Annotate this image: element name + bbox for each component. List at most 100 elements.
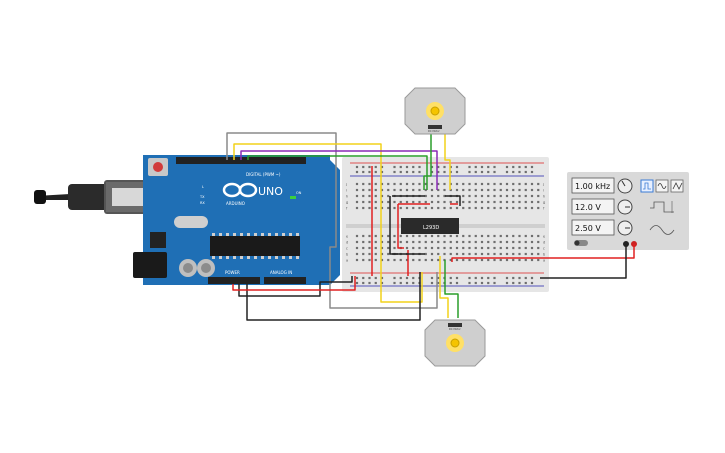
breadboard-hole[interactable] <box>405 258 409 262</box>
breadboard-hole[interactable] <box>474 182 477 186</box>
breadboard-hole[interactable] <box>412 170 415 174</box>
breadboard-hole[interactable] <box>455 206 459 210</box>
breadboard-hole[interactable] <box>493 252 496 256</box>
breadboard-hole[interactable] <box>368 206 371 210</box>
breadboard-hole[interactable] <box>518 194 521 198</box>
breadboard-hole[interactable] <box>380 276 384 280</box>
breadboard-hole[interactable] <box>524 281 527 285</box>
breadboard-hole[interactable] <box>518 188 521 192</box>
breadboard-hole[interactable] <box>474 200 477 204</box>
breadboard-hole[interactable] <box>462 206 465 210</box>
breadboard-hole[interactable] <box>505 276 509 280</box>
dc-motor-top[interactable]: DC Motor <box>404 87 466 135</box>
breadboard-hole[interactable] <box>399 188 402 192</box>
breadboard-hole[interactable] <box>424 252 427 256</box>
breadboard-hole[interactable] <box>530 188 534 192</box>
breadboard-hole[interactable] <box>405 165 409 169</box>
breadboard-hole[interactable] <box>462 188 465 192</box>
breadboard-hole[interactable] <box>474 188 477 192</box>
breadboard-hole[interactable] <box>499 188 502 192</box>
breadboard-hole[interactable] <box>374 276 377 280</box>
wire-yellow-motor-bottom[interactable] <box>439 256 449 318</box>
breadboard-hole[interactable] <box>530 165 534 169</box>
breadboard-hole[interactable] <box>399 258 402 262</box>
breadboard-hole[interactable] <box>493 246 496 250</box>
breadboard-hole[interactable] <box>368 258 371 262</box>
breadboard-hole[interactable] <box>387 252 390 256</box>
breadboard-hole[interactable] <box>499 240 502 244</box>
wire-yellow-motor-top[interactable] <box>444 134 451 190</box>
breadboard-hole[interactable] <box>355 188 359 192</box>
breadboard-hole[interactable] <box>455 240 459 244</box>
breadboard-hole[interactable] <box>505 240 509 244</box>
breadboard-hole[interactable] <box>524 252 527 256</box>
breadboard-hole[interactable] <box>449 240 452 244</box>
breadboard-hole[interactable] <box>530 258 534 262</box>
wire-gray[interactable] <box>226 132 438 309</box>
breadboard-hole[interactable] <box>530 252 534 256</box>
breadboard-hole[interactable] <box>374 188 377 192</box>
breadboard-hole[interactable] <box>493 200 496 204</box>
l293d-chip[interactable]: L293D <box>401 218 459 234</box>
breadboard-hole[interactable] <box>437 170 440 174</box>
breadboard-hole[interactable] <box>493 194 496 198</box>
breadboard-hole[interactable] <box>418 258 421 262</box>
breadboard-hole[interactable] <box>518 234 521 238</box>
breadboard-hole[interactable] <box>524 165 527 169</box>
breadboard-hole[interactable] <box>468 182 471 186</box>
breadboard-hole[interactable] <box>468 258 471 262</box>
breadboard-hole[interactable] <box>380 206 384 210</box>
breadboard-hole[interactable] <box>380 246 384 250</box>
breadboard-hole[interactable] <box>480 246 484 250</box>
breadboard-hole[interactable] <box>393 240 396 244</box>
breadboard-hole[interactable] <box>405 276 409 280</box>
breadboard-hole[interactable] <box>493 240 496 244</box>
breadboard-hole[interactable] <box>499 182 502 186</box>
dc-motor-bottom[interactable]: DC Motor <box>424 319 486 367</box>
breadboard-hole[interactable] <box>362 258 365 262</box>
breadboard-hole[interactable] <box>387 246 390 250</box>
breadboard-hole[interactable] <box>412 240 415 244</box>
breadboard-hole[interactable] <box>512 182 515 186</box>
breadboard-hole[interactable] <box>530 246 534 250</box>
breadboard-hole[interactable] <box>449 206 452 210</box>
breadboard-hole[interactable] <box>449 281 452 285</box>
breadboard-hole[interactable] <box>362 170 365 174</box>
breadboard-hole[interactable] <box>368 170 371 174</box>
breadboard-hole[interactable] <box>430 165 434 169</box>
breadboard-hole[interactable] <box>362 206 365 210</box>
breadboard-hole[interactable] <box>487 258 490 262</box>
breadboard-hole[interactable] <box>430 234 434 238</box>
breadboard-hole[interactable] <box>512 188 515 192</box>
breadboard-hole[interactable] <box>487 165 490 169</box>
wire-green-1[interactable] <box>247 155 428 190</box>
breadboard-hole[interactable] <box>374 200 377 204</box>
breadboard-hole[interactable] <box>437 276 440 280</box>
breadboard-hole[interactable] <box>468 252 471 256</box>
breadboard-hole[interactable] <box>412 188 415 192</box>
usb-cable[interactable] <box>34 180 156 214</box>
breadboard-hole[interactable] <box>518 276 521 280</box>
breadboard-hole[interactable] <box>399 240 402 244</box>
breadboard-hole[interactable] <box>443 252 446 256</box>
breadboard-hole[interactable] <box>480 194 484 198</box>
breadboard-hole[interactable] <box>418 165 421 169</box>
digital-header[interactable] <box>176 157 306 164</box>
breadboard-hole[interactable] <box>368 240 371 244</box>
breadboard-hole[interactable] <box>493 234 496 238</box>
breadboard-hole[interactable] <box>430 170 434 174</box>
breadboard-hole[interactable] <box>355 246 359 250</box>
breadboard-hole[interactable] <box>368 188 371 192</box>
breadboard-hole[interactable] <box>524 206 527 210</box>
breadboard-hole[interactable] <box>393 276 396 280</box>
breadboard-hole[interactable] <box>355 200 359 204</box>
breadboard-hole[interactable] <box>499 194 502 198</box>
breadboard-hole[interactable] <box>362 246 365 250</box>
breadboard-hole[interactable] <box>530 276 534 280</box>
breadboard-hole[interactable] <box>449 246 452 250</box>
breadboard-hole[interactable] <box>530 194 534 198</box>
breadboard-hole[interactable] <box>487 188 490 192</box>
breadboard-hole[interactable] <box>374 281 377 285</box>
breadboard-hole[interactable] <box>362 234 365 238</box>
breadboard-hole[interactable] <box>362 281 365 285</box>
